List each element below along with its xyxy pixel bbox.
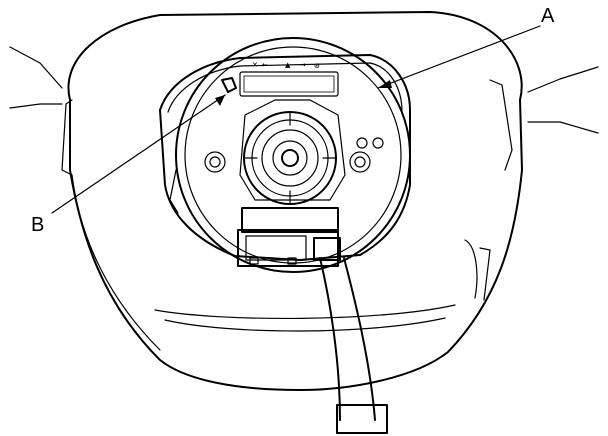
wiring-harness [319,257,388,434]
alignment-arrow-right: → [300,61,306,69]
alignment-marks: ✕ ← ▲ → ⊙ [252,61,320,70]
alignment-arrow-mark-b [221,77,237,93]
mounting-bolt-right [349,151,371,173]
leader-arrowhead-a [378,80,392,88]
alignment-arrow-left: ← [262,61,268,69]
leader-line-b [51,94,226,214]
center-hub-assembly [239,99,346,205]
mounting-bolt-left [204,151,226,173]
hole-left [356,137,368,149]
alignment-mark-x: ✕ [252,61,258,69]
clockspring-ring [169,37,411,273]
airbag-recess [159,54,411,261]
steering-hub-body [61,11,523,391]
clockspring-connector [237,207,341,267]
alignment-mark-circle: ⊙ [314,62,320,70]
callout-label-b: B [31,214,44,236]
leader-arrowhead-b [215,95,225,106]
alignment-window [239,71,339,97]
hole-right [372,137,384,149]
callout-label-a: A [541,5,555,27]
leader-line-a [377,25,541,89]
steering-wheel-spokes [9,46,599,134]
alignment-mark-center: ▲ [285,61,291,69]
